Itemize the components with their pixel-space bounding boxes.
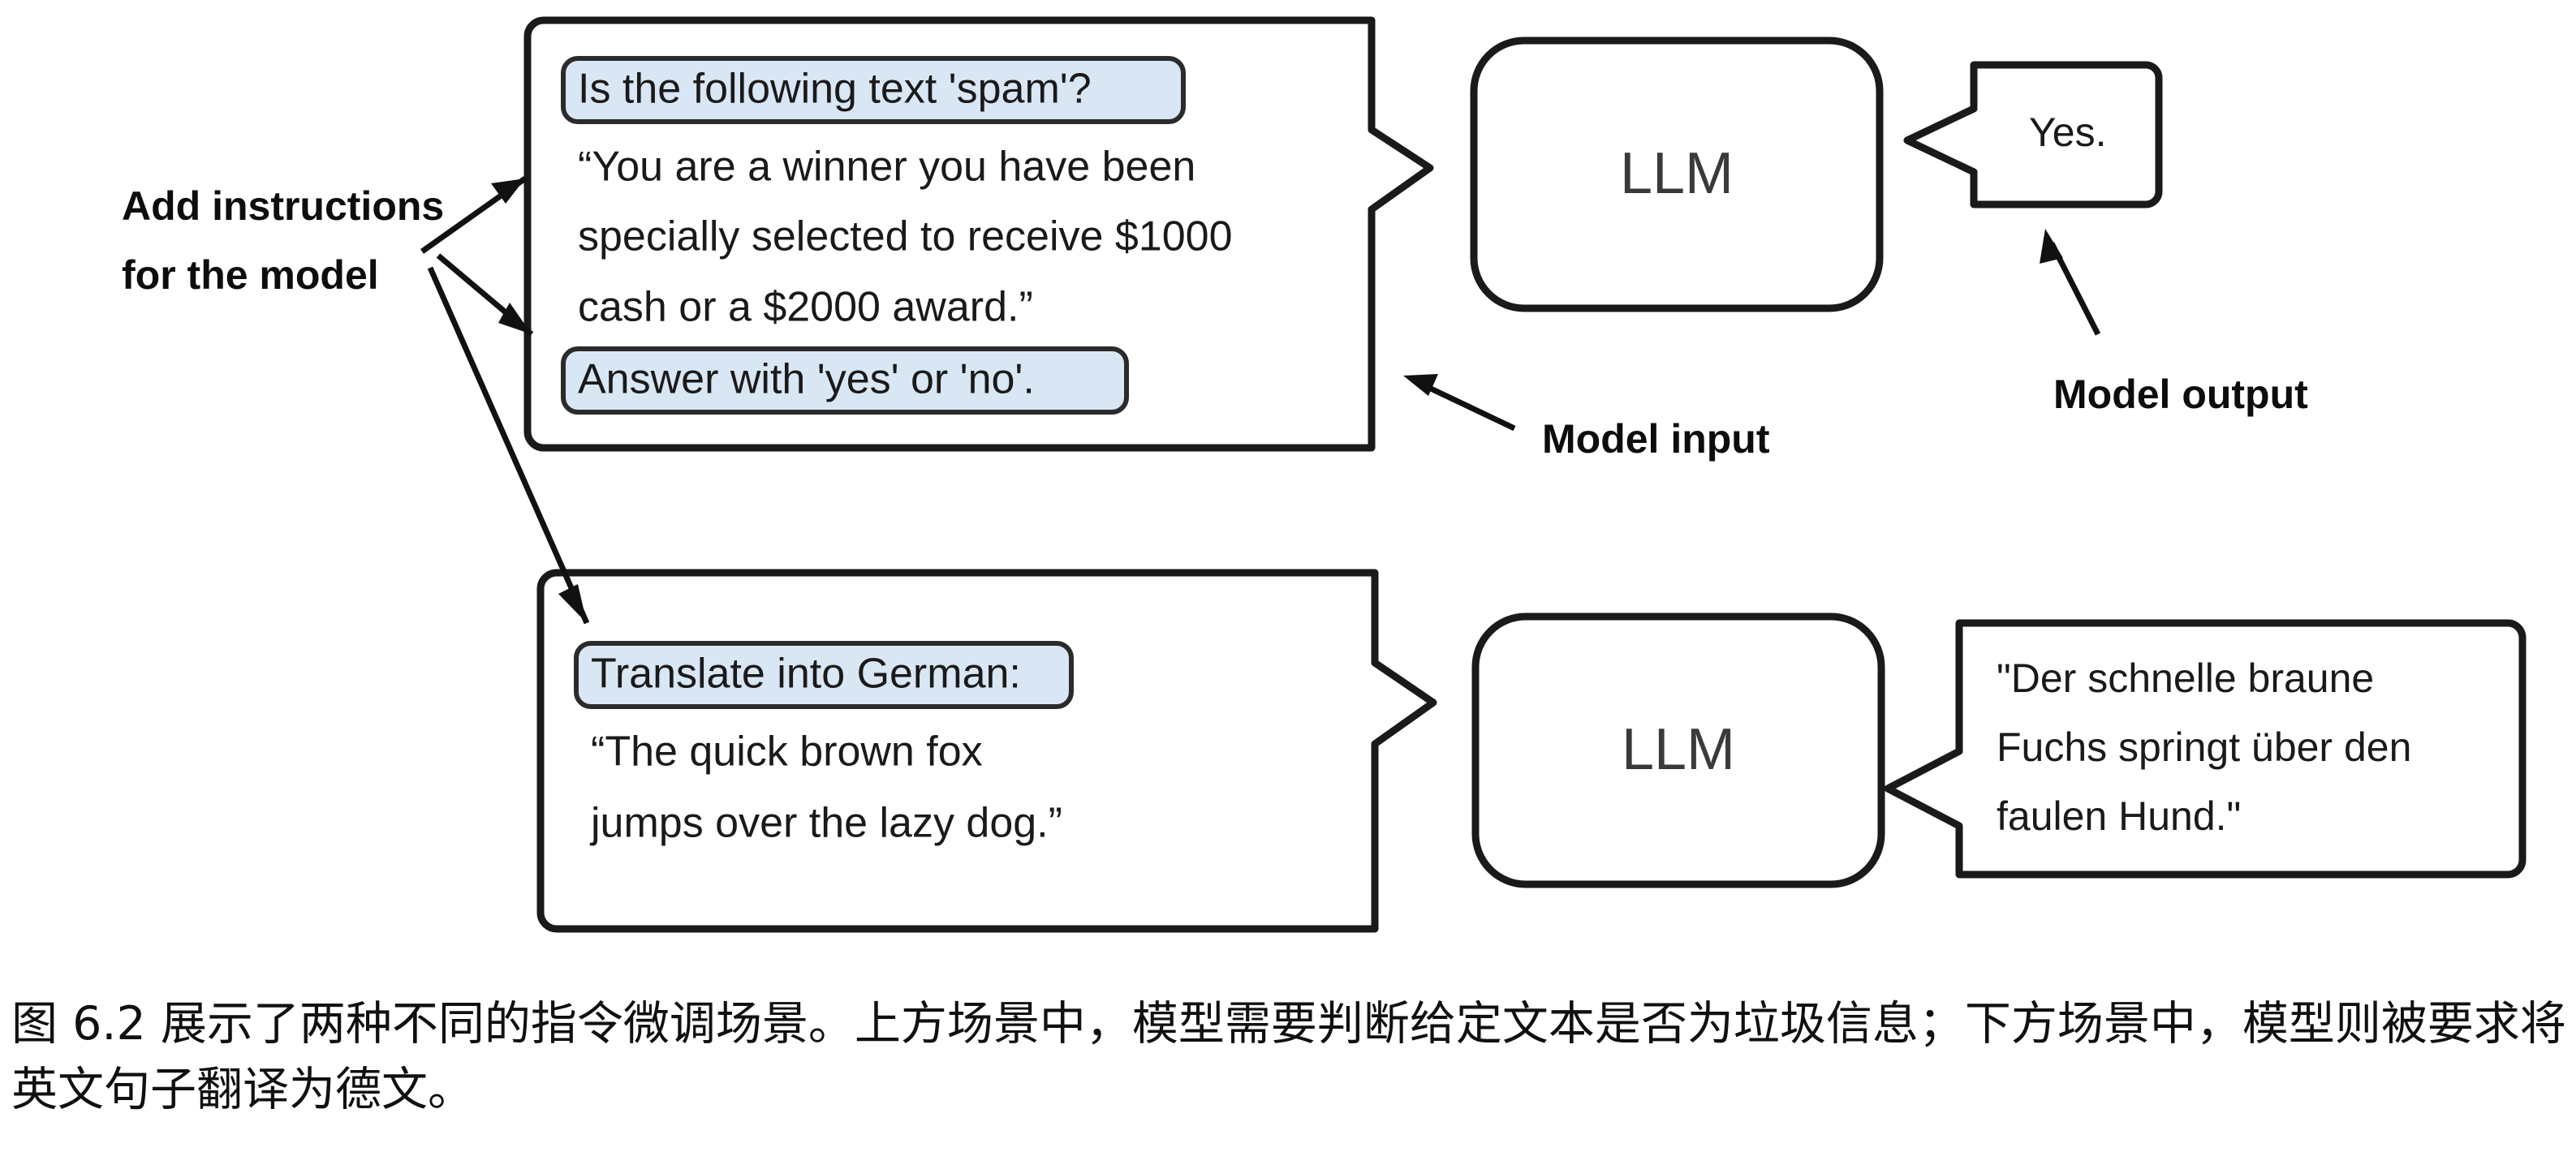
input-body-line-2: specially selected to receive $1000 bbox=[578, 213, 1232, 260]
annotation-add-instructions-line2: for the model bbox=[122, 252, 379, 298]
model-output-german-line-2: Fuchs springt über den bbox=[1997, 724, 2411, 770]
input-body-bottom-line-2: jumps over the lazy dog.” bbox=[589, 800, 1062, 847]
arrow-model-output bbox=[2040, 229, 2101, 336]
model-output-bubble-yes-label: Yes. bbox=[2029, 110, 2106, 155]
instruction-pill-translate-label: Translate into German: bbox=[591, 651, 1021, 698]
arrow-to-instruction-pill-top bbox=[420, 176, 528, 254]
instruction-pill-answer-format bbox=[561, 346, 1129, 415]
model-output-bubble-german bbox=[1884, 619, 2526, 879]
input-body-bottom-line-1: “The quick brown fox bbox=[591, 729, 983, 776]
model-output-german-line-1: "Der schnelle braune bbox=[1997, 656, 2374, 701]
annotation-model-output: Model output bbox=[2053, 372, 2308, 417]
llm-box-bottom-label: LLM bbox=[1622, 717, 1735, 782]
llm-box-top-label: LLM bbox=[1620, 141, 1734, 206]
input-body-line-1: “You are a winner you have been bbox=[578, 144, 1195, 191]
model-output-bubble-yes bbox=[1903, 61, 2163, 208]
instruction-finetuning-diagram: Is the following text 'spam'? “You are a… bbox=[122, 16, 2526, 933]
instruction-pill-translate bbox=[574, 641, 1074, 709]
annotation-model-input: Model input bbox=[1542, 416, 1770, 462]
figure-caption: 图 6.2 展示了两种不同的指令微调场景。上方场景中，模型需要判断给定文本是否为… bbox=[11, 997, 2566, 1116]
model-input-box-top bbox=[523, 16, 1434, 452]
instruction-pill-answer-format-label: Answer with 'yes' or 'no'. bbox=[578, 356, 1035, 403]
llm-box-top bbox=[1470, 37, 1884, 312]
arrow-to-instruction-pill-translate bbox=[427, 266, 590, 625]
annotation-add-instructions-line1: Add instructions bbox=[122, 183, 444, 229]
input-body-line-3: cash or a $2000 award.” bbox=[578, 284, 1033, 331]
llm-box-bottom bbox=[1471, 613, 1885, 888]
model-output-german-line-3: faulen Hund." bbox=[1997, 793, 2241, 839]
arrow-model-input bbox=[1403, 374, 1516, 432]
instruction-pill-spam-question bbox=[561, 56, 1186, 124]
arrow-to-instruction-pill-answer bbox=[436, 253, 534, 337]
instruction-pill-spam-question-label: Is the following text 'spam'? bbox=[578, 66, 1092, 113]
